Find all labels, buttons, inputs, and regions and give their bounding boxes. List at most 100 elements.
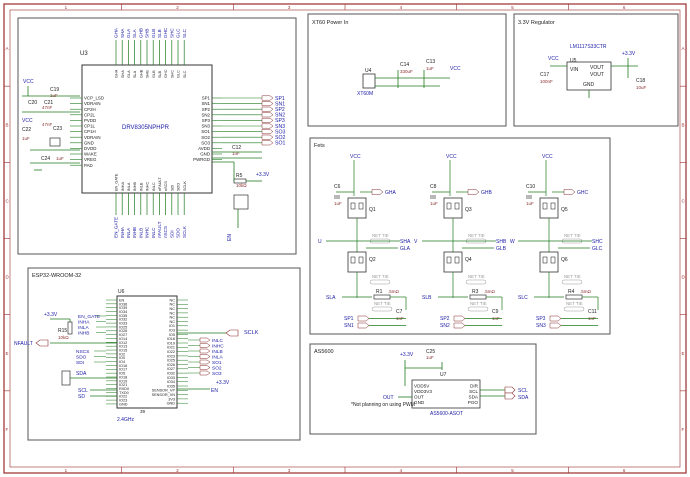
drv-top-pin-label: GLB <box>152 70 156 78</box>
reg-title: 3.3V Regulator <box>518 20 555 26</box>
fet-gh-label: GHA <box>385 190 397 196</box>
drv-left-pin-label: CP2H <box>84 107 96 112</box>
frame-row-label: E <box>6 351 9 356</box>
esp-nfault: NFAULT <box>14 341 33 347</box>
drv-bottom-pin-net: INLA <box>126 227 131 238</box>
c21-val: 47nF <box>42 105 53 110</box>
drv-bottom-pins: EN_GATEEN_GATEINHAINHAINLAINLAINHBINHBIN… <box>114 173 187 238</box>
esp-pin-num: 39 <box>140 409 146 414</box>
drv-top-pin-label: GHC <box>164 69 168 78</box>
fet-cap-val: 1uF <box>430 201 438 206</box>
as5600-ref: U7 <box>440 372 447 378</box>
fet-gl-label: GLB <box>496 246 507 252</box>
frame-row-label: D <box>682 275 686 280</box>
as5600-part: AS5600-ASOT <box>430 411 463 417</box>
reg-3v3: +3.3V <box>622 51 636 57</box>
as5600-title: AS5600 <box>314 349 334 355</box>
drv-chip <box>81 64 213 194</box>
as5600-left-pin: OUT <box>414 395 424 400</box>
drv-bottom-pin-label: INLC <box>152 182 156 191</box>
c18-ref: C18 <box>636 78 645 84</box>
frame-col-label: 3 <box>288 5 291 10</box>
esp-left-pin-label: IO34 <box>119 310 127 314</box>
c17-val: 100nF <box>540 79 553 84</box>
esp-right-pin-label: IO27 <box>167 367 175 371</box>
fet-vcc-label: VCC <box>350 154 361 160</box>
drv-right-net-label: SP3 <box>275 118 285 124</box>
c12-val: 1uF <box>232 151 240 156</box>
drv-right-pin-label: SP2 <box>202 107 211 112</box>
drv-bottom-pin-label: INHA <box>121 181 125 191</box>
esp-left-pin-label: IO2 <box>119 352 125 356</box>
reg-vout2: VOUT <box>590 72 604 78</box>
drv-left-pin-label: CP1H <box>84 129 96 134</box>
fet-gh-label: GHB <box>481 190 493 196</box>
drv-bottom-pin-net: SDI <box>169 230 174 238</box>
esp-left-pin-label: IO33 <box>119 322 127 326</box>
esp-right-net-label: SO2 <box>212 365 222 371</box>
frame-row-label: D <box>6 275 10 280</box>
esp-right-pin-label: IO3 <box>169 329 175 333</box>
fet-cap-ref: C6 <box>334 184 341 190</box>
fet-net-tie: NET TIE <box>566 301 583 306</box>
esp-nets: EN_GATEINHAINLAINHBNSCSSDOSDIINLCINHCINL… <box>76 314 224 377</box>
xt60-ref: U4 <box>365 68 372 74</box>
drv-right-net-label: SP2 <box>275 107 285 113</box>
drv-right-pin-label: SO2 <box>201 135 210 140</box>
esp-ref: U6 <box>118 289 125 295</box>
fet-cap-val: 1uF <box>526 201 534 206</box>
fet-gl-label: GLC <box>592 246 603 252</box>
drv-top-pin-label: SHB <box>146 70 150 78</box>
drv-top-pin-net: GHA <box>114 27 119 38</box>
fet-vcc-label: VCC <box>446 154 457 160</box>
as5600-left-pin: VDD3V3 <box>414 389 432 394</box>
esp-left-pin-label: IO35 <box>119 314 127 318</box>
fet-gh-label: GHC <box>577 190 589 196</box>
c13-val: 1uF <box>426 66 434 71</box>
drv-bottom-pin-label: INHC <box>146 181 150 191</box>
c14-val: 330uF <box>400 69 413 74</box>
xt60-part: XT60M <box>357 91 373 97</box>
frame-row-label: F <box>682 427 685 432</box>
fet-shunt-val: .5mΩ <box>388 289 400 294</box>
esp-3v3b: +3.3V <box>216 380 230 386</box>
as5600-left-pin: VDD5V <box>414 384 430 389</box>
as5600-right-pin: SCL <box>469 389 478 394</box>
esp-right-pin-label: NC <box>170 311 176 315</box>
fet-sense-cap-ref: C7 <box>396 309 403 315</box>
drv-top-pin-label: SLB <box>158 70 162 78</box>
drv-right-pin-label: GND <box>200 152 210 157</box>
esp-left-pin-label: IO23 <box>119 399 127 403</box>
esp-right-pin-label: IO32 <box>167 372 175 376</box>
esp-left-pin-label: GND <box>119 402 128 406</box>
frame-col-label: 1 <box>65 5 68 10</box>
fet-sp-label: SP2 <box>440 316 450 322</box>
reg-part: LM1117S33CTR <box>570 44 607 50</box>
drv-bottom-pin-net: nSCS <box>163 226 168 238</box>
esp-left-pin-label: IO5 <box>119 372 125 376</box>
frame-col-label: 5 <box>511 5 514 10</box>
esp-right-pins: NCNCNCNCNCNCIO1IO3IO5IO18IO19IO21IO22IO2… <box>152 298 188 406</box>
esp-right-pin-label: GND <box>167 402 176 406</box>
fet-ql-ref: Q2 <box>369 257 376 263</box>
as5600-right-pin: DIR <box>470 384 479 389</box>
c14-ref: C14 <box>400 62 409 68</box>
reg-gnd: GND <box>583 82 595 88</box>
drv-left-pin-label: DVDD <box>84 146 96 151</box>
drv-top-pin-label: SHC <box>170 70 174 78</box>
c19-val: 1uF <box>50 93 58 98</box>
drv-bottom-pin-label: nSCS <box>164 181 168 191</box>
frame-row-label: B <box>682 122 685 127</box>
fet-qh-ref: Q3 <box>465 207 472 213</box>
frame-row-label: E <box>682 351 685 356</box>
fet-shunt-ref: R1 <box>376 289 383 295</box>
esp-right-pin-label: SENSOR_VP <box>152 389 176 393</box>
drv-right-pin-label: AVDD <box>198 146 210 151</box>
fet-cap-val: 1uF <box>334 201 342 206</box>
esp-sda: SDA <box>76 371 87 377</box>
esp-left-pin-label: IO27 <box>119 333 127 337</box>
xt60-vcc: VCC <box>450 66 461 72</box>
